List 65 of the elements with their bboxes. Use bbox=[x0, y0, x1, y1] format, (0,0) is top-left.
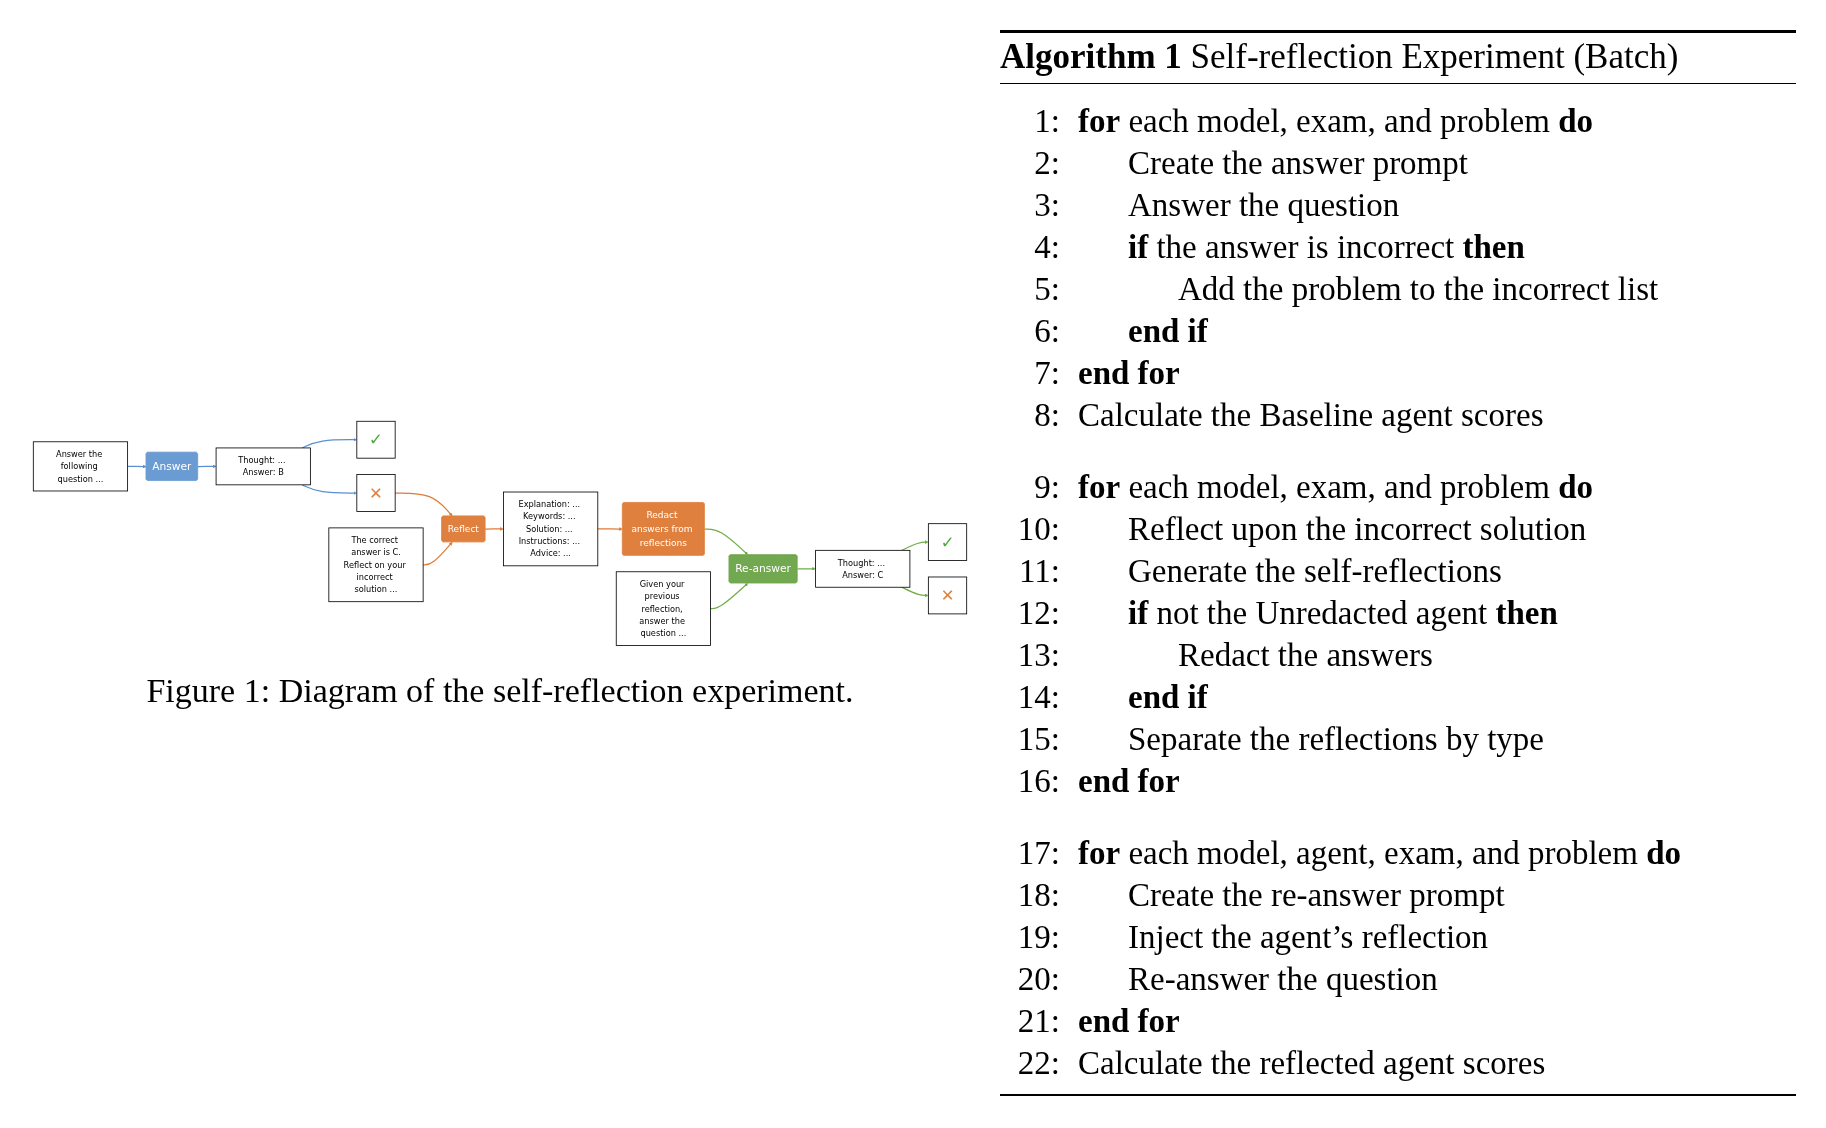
algorithm-step: Redact the answers bbox=[1178, 634, 1433, 676]
node-box: ✓ bbox=[927, 522, 968, 561]
line-number: 11: bbox=[1018, 552, 1060, 591]
arrow bbox=[901, 586, 929, 597]
algorithm-step: Generate the self-reflections bbox=[1128, 550, 1502, 592]
line-number: 14: bbox=[1016, 678, 1060, 717]
line-number: 10: bbox=[1016, 510, 1060, 549]
algorithm-step: end for bbox=[1078, 352, 1180, 394]
arrow bbox=[484, 526, 504, 531]
algorithm-step: Calculate the reflected agent scores bbox=[1078, 1042, 1546, 1084]
algorithm-step: end if bbox=[1128, 310, 1208, 352]
node-box: Given your previous reflection, answer the question ... bbox=[615, 570, 711, 646]
algorithm-step: if the answer is incorrect then bbox=[1128, 226, 1525, 268]
algorithm-step: Create the re-answer prompt bbox=[1128, 874, 1505, 916]
line-number: 4: bbox=[1033, 228, 1060, 267]
algorithm-step: Create the answer prompt bbox=[1128, 142, 1468, 184]
node-box: The correct answer is C. Reflect on your incorrect solution ... bbox=[328, 527, 424, 602]
line-number: 12: bbox=[1016, 594, 1060, 633]
node-box: Answer the following question ... bbox=[32, 440, 128, 491]
line-number: 7: bbox=[1033, 354, 1060, 393]
algorithm-step: Add the problem to the incorrect list bbox=[1178, 268, 1659, 310]
line-number: 3: bbox=[1033, 186, 1060, 225]
node-box: Explanation: ... Keywords: ... Solution: ... Instructions: ... Advice: ... bbox=[503, 491, 599, 566]
line-number: 8: bbox=[1033, 396, 1060, 435]
algorithm-step: end for bbox=[1078, 760, 1180, 802]
arrow bbox=[709, 582, 749, 609]
node-box: ✓ bbox=[356, 420, 396, 459]
line-number: 13: bbox=[1016, 636, 1060, 675]
line-number: 9: bbox=[1033, 468, 1060, 507]
line-number: 6: bbox=[1033, 312, 1060, 351]
line-number: 20: bbox=[1016, 960, 1060, 999]
arrow bbox=[422, 541, 453, 565]
algorithm-title: Algorithm 1 Self-reflection Experiment (Batch) bbox=[1000, 30, 1796, 84]
arrow bbox=[394, 492, 453, 516]
algorithm-step: if not the Unredacted agent then bbox=[1128, 592, 1558, 634]
arrow bbox=[704, 528, 749, 555]
node-box: ✕ bbox=[927, 576, 968, 614]
algorithm-step: Inject the agent’s reflection bbox=[1128, 916, 1489, 958]
node-box: Thought: ... Answer: C bbox=[815, 549, 911, 588]
line-number: 19: bbox=[1016, 918, 1060, 957]
line-number: 5: bbox=[1033, 270, 1060, 309]
line-number: 18: bbox=[1016, 876, 1060, 915]
figure-caption: Figure 1: Diagram of the self-reflection experiment. bbox=[145, 672, 855, 711]
line-number: 21: bbox=[1016, 1002, 1060, 1041]
algorithm-step: end for bbox=[1078, 1000, 1180, 1042]
arrow bbox=[597, 526, 623, 531]
algorithm-step: for each model, exam, and problem do bbox=[1078, 466, 1593, 508]
line-number: 22: bbox=[1016, 1044, 1060, 1083]
algorithm-step: Calculate the Baseline agent scores bbox=[1078, 394, 1544, 436]
algorithm-step: Re-answer the question bbox=[1128, 958, 1438, 1000]
node-box: ✕ bbox=[356, 473, 396, 512]
algorithm-step: end if bbox=[1128, 676, 1208, 718]
arrow bbox=[796, 566, 816, 571]
line-number: 15: bbox=[1016, 720, 1060, 759]
line-number: 17: bbox=[1016, 834, 1060, 873]
algorithm-step: Reflect upon the incorrect solution bbox=[1128, 508, 1587, 550]
line-number: 2: bbox=[1033, 144, 1060, 183]
line-number: 16: bbox=[1016, 762, 1060, 801]
algorithm-step: Separate the reflections by type bbox=[1128, 718, 1544, 760]
arrow bbox=[301, 483, 357, 495]
algorithm-step: for each model, agent, exam, and problem do bbox=[1078, 832, 1681, 874]
algorithm-step: Answer the question bbox=[1128, 184, 1400, 226]
line-number: 1: bbox=[1033, 102, 1060, 141]
algorithm-step: for each model, exam, and problem do bbox=[1078, 100, 1593, 142]
node-box: Thought: ... Answer: B bbox=[215, 447, 311, 485]
